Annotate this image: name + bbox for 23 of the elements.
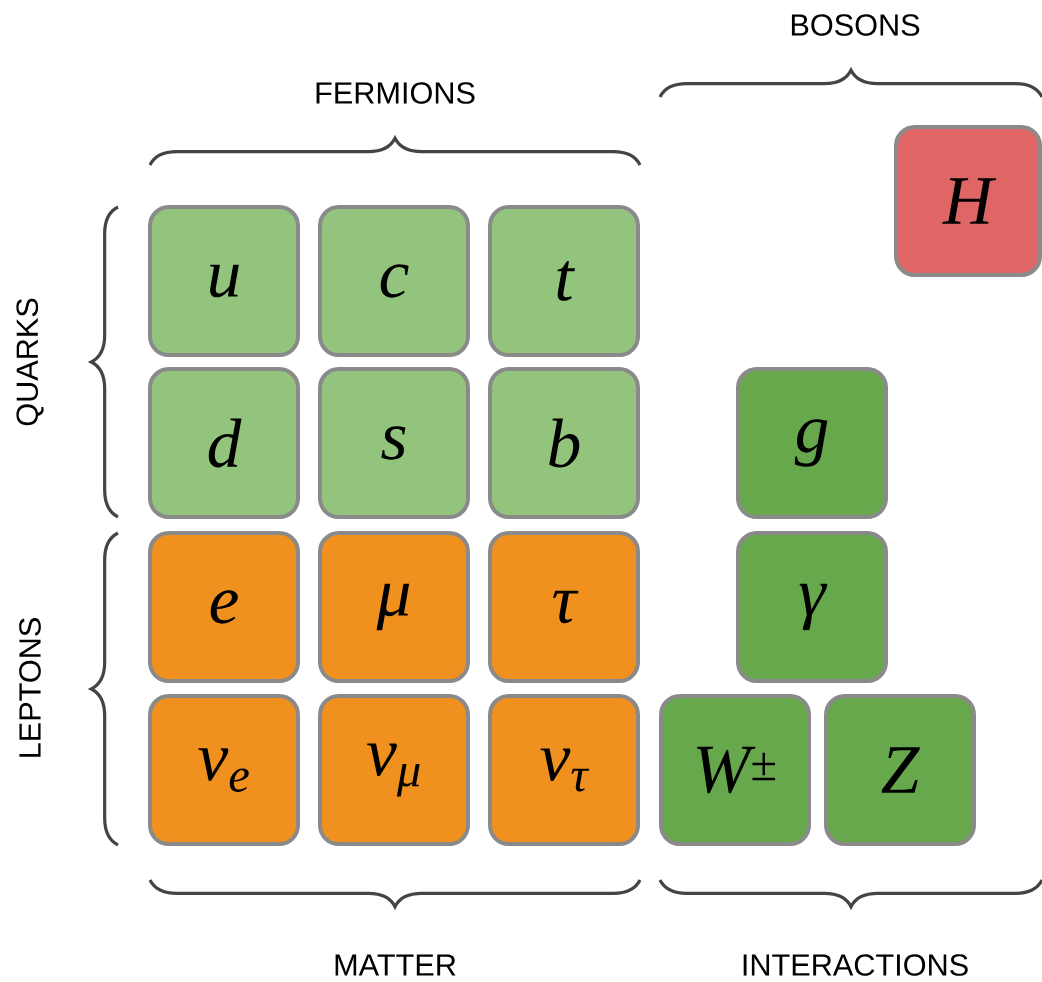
particle-box: e: [148, 531, 300, 683]
particle-box: d: [148, 367, 300, 519]
particle-box: g: [736, 367, 888, 519]
particle-box: H: [894, 125, 1042, 277]
particle-box: u: [148, 205, 300, 357]
group-label: FERMIONS: [316, 82, 475, 104]
group-label: INTERACTIONS: [743, 954, 968, 976]
group-label: BOSONS: [791, 14, 920, 36]
particle-box: c: [318, 205, 470, 357]
particle-box: Z: [824, 694, 976, 846]
particle-box: b: [488, 367, 640, 519]
particle-box: γ: [736, 531, 888, 683]
particle-box: τ: [488, 531, 640, 683]
group-label: QUARKS: [16, 298, 44, 426]
particle-box: μ: [318, 531, 470, 683]
particle-box: W$^{±}$: [659, 694, 811, 846]
particle-box: ν$_{μ}$: [318, 694, 470, 846]
particle-box: ν$_{τ}$: [488, 694, 640, 846]
particle-box: ν$_{e}$: [148, 694, 300, 846]
particle-box: s: [318, 367, 470, 519]
particle-box: t: [488, 205, 640, 357]
group-label: MATTER: [335, 954, 456, 976]
group-label: LEPTONS: [19, 618, 41, 757]
